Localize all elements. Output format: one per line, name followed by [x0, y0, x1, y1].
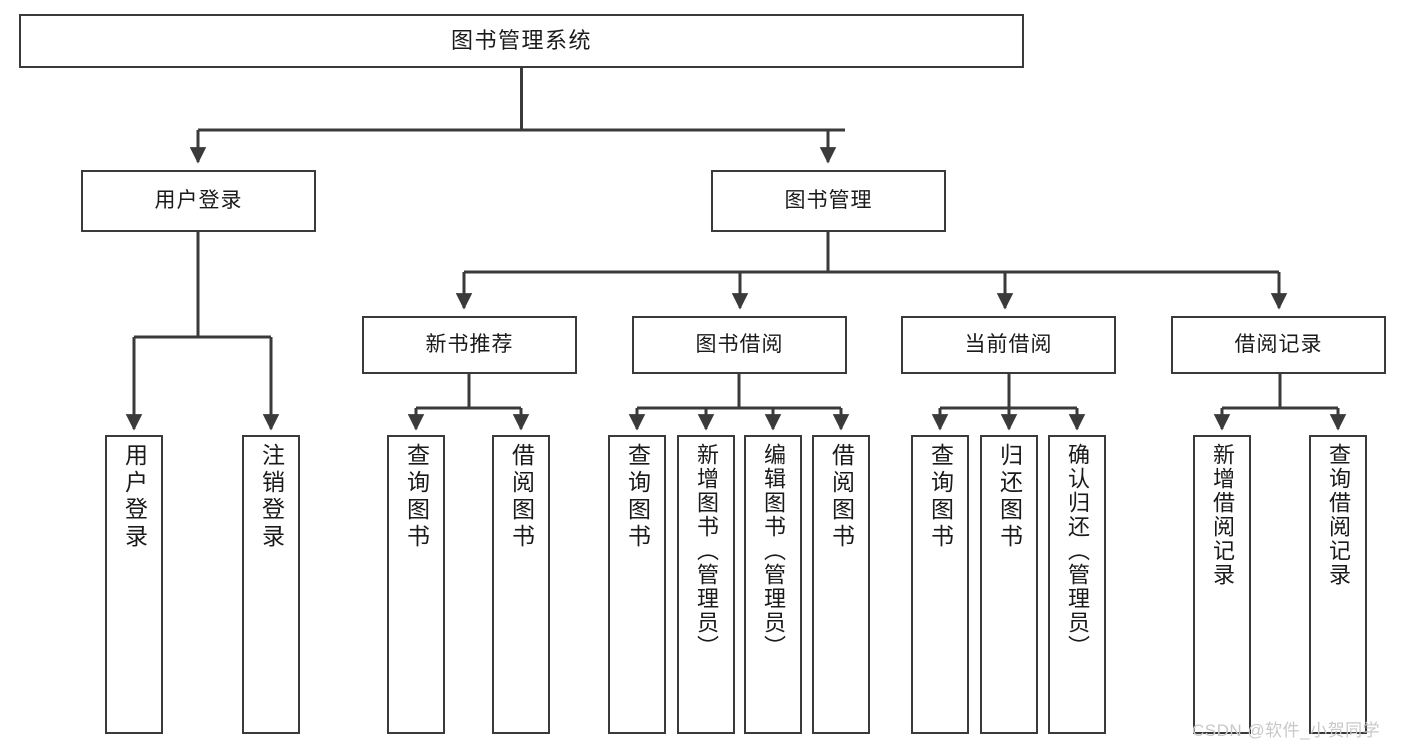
- node-return-book[interactable]: 归还图书: [980, 435, 1038, 734]
- node-root-label: 图书管理系统: [450, 28, 592, 54]
- node-login-label: 用户登录: [121, 443, 148, 551]
- node-borrow-book-2-label: 借阅图书: [828, 443, 855, 551]
- node-query-book-3[interactable]: 查询图书: [911, 435, 969, 734]
- node-edit-book[interactable]: 编辑图书（管理员）: [744, 435, 802, 734]
- node-add-book[interactable]: 新增图书（管理员）: [677, 435, 735, 734]
- node-borrow-record[interactable]: 借阅记录: [1171, 316, 1386, 374]
- node-confirm-return[interactable]: 确认归还（管理员）: [1048, 435, 1106, 734]
- node-add-record[interactable]: 新增借阅记录: [1193, 435, 1251, 734]
- node-book-borrow[interactable]: 图书借阅: [632, 316, 847, 374]
- node-return-book-label: 归还图书: [996, 443, 1023, 551]
- node-query-book-2-label: 查询图书: [624, 443, 651, 551]
- node-user-login-label: 用户登录: [154, 188, 243, 212]
- node-query-book-1[interactable]: 查询图书: [387, 435, 445, 734]
- node-query-record-label: 查询借阅记录: [1326, 443, 1351, 587]
- node-user-login[interactable]: 用户登录: [81, 170, 316, 232]
- csdn-watermark: CSDN @软件_小贺同学: [1192, 721, 1381, 740]
- node-login[interactable]: 用户登录: [105, 435, 163, 734]
- node-borrow-book-2[interactable]: 借阅图书: [812, 435, 870, 734]
- node-borrow-record-label: 借阅记录: [1234, 332, 1323, 356]
- node-logout[interactable]: 注销登录: [242, 435, 300, 734]
- node-book-borrow-label: 图书借阅: [695, 332, 784, 356]
- node-logout-label: 注销登录: [258, 443, 285, 551]
- node-book-manage[interactable]: 图书管理: [711, 170, 946, 232]
- node-root[interactable]: 图书管理系统: [19, 14, 1024, 68]
- node-query-book-2[interactable]: 查询图书: [608, 435, 666, 734]
- node-book-manage-label: 图书管理: [784, 188, 873, 212]
- node-add-book-label: 新增图书（管理员）: [694, 443, 719, 659]
- node-borrow-book-1-label: 借阅图书: [508, 443, 535, 551]
- node-query-book-3-label: 查询图书: [927, 443, 954, 551]
- node-new-book-recommend[interactable]: 新书推荐: [362, 316, 577, 374]
- node-current-borrow-label: 当前借阅: [964, 332, 1053, 356]
- node-edit-book-label: 编辑图书（管理员）: [761, 443, 786, 659]
- node-query-book-1-label: 查询图书: [403, 443, 430, 551]
- node-new-book-recommend-label: 新书推荐: [425, 332, 514, 356]
- node-borrow-book-1[interactable]: 借阅图书: [492, 435, 550, 734]
- node-add-record-label: 新增借阅记录: [1210, 443, 1235, 587]
- node-query-record[interactable]: 查询借阅记录: [1309, 435, 1367, 734]
- node-confirm-return-label: 确认归还（管理员）: [1065, 443, 1090, 659]
- node-current-borrow[interactable]: 当前借阅: [901, 316, 1116, 374]
